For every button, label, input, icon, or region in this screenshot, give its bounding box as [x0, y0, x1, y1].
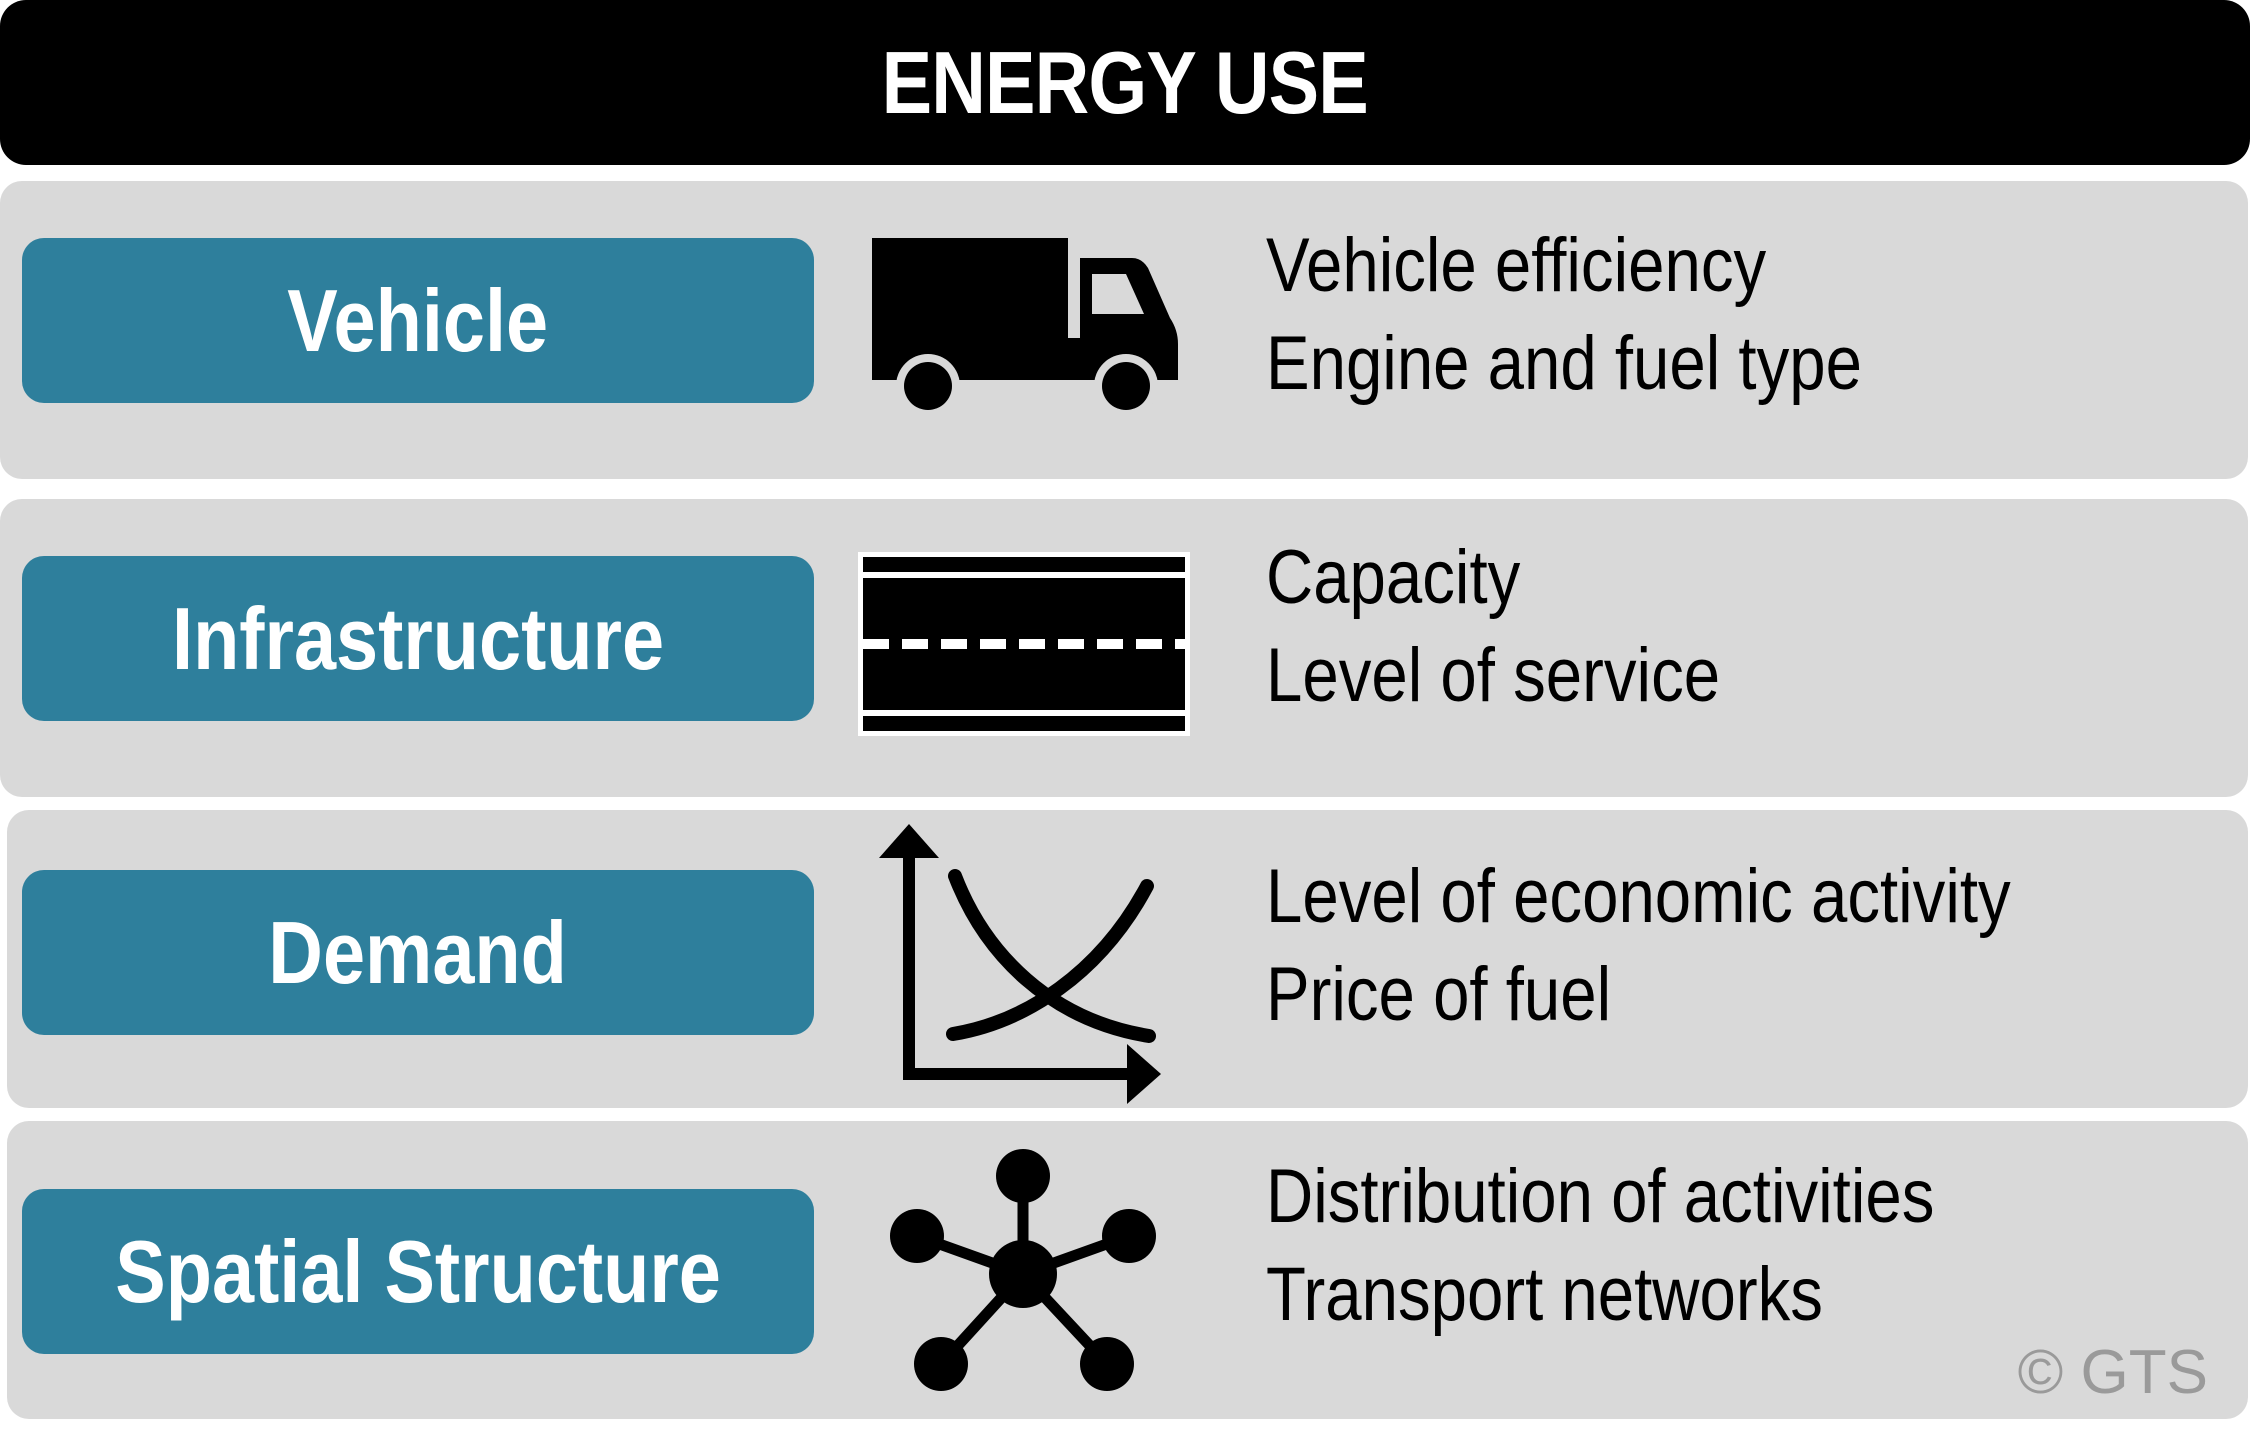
road-icon [858, 552, 1190, 736]
category-label: Vehicle [287, 270, 549, 370]
copyright-notice: © GTS [2017, 1338, 2208, 1407]
network-hub-icon [890, 1149, 1156, 1391]
row-demand: Demand Level of economic activity Price … [7, 810, 2248, 1108]
row-description: Distribution of activities Transport net… [1266, 1148, 2043, 1344]
description-line: Distribution of activities [1266, 1154, 1935, 1239]
description-line: Level of economic activity [1266, 854, 2011, 939]
category-label: Infrastructure [171, 588, 665, 688]
row-description: Capacity Level of service [1266, 529, 1794, 725]
row-description: Vehicle efficiency Engine and fuel type [1266, 217, 1959, 413]
category-label: Spatial Structure [115, 1221, 721, 1321]
demand-curve-icon [879, 824, 1161, 1104]
row-spatial-structure: Spatial Structure Distribution of activi… [7, 1121, 2248, 1419]
category-pill-spatial-structure: Spatial Structure [22, 1189, 814, 1354]
category-label: Demand [268, 902, 568, 1002]
description-line: Engine and fuel type [1266, 321, 1862, 406]
description-line: Transport networks [1266, 1252, 1823, 1337]
row-description: Level of economic activity Price of fuel [1266, 848, 2132, 1044]
description-line: Vehicle efficiency [1266, 223, 1767, 308]
category-pill-vehicle: Vehicle [22, 238, 814, 403]
header-banner: ENERGY USE [0, 0, 2250, 165]
description-line: Price of fuel [1266, 952, 1612, 1037]
description-line: Level of service [1266, 633, 1721, 718]
category-pill-infrastructure: Infrastructure [22, 556, 814, 721]
truck-icon [872, 238, 1178, 418]
page-title: ENERGY USE [881, 32, 1369, 132]
category-pill-demand: Demand [22, 870, 814, 1035]
row-vehicle: Vehicle Vehicle efficiency Engine and fu… [0, 181, 2248, 479]
row-infrastructure: Infrastructure Capacity Level of service [0, 499, 2248, 797]
description-line: Capacity [1266, 535, 1521, 620]
